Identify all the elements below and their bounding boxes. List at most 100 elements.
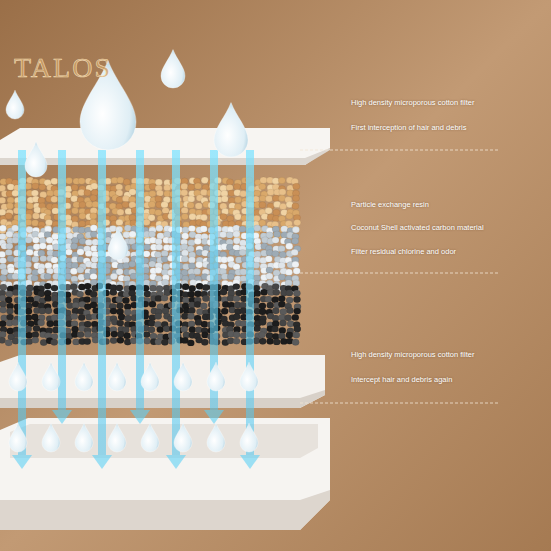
filter-bead	[261, 289, 268, 295]
filter-bead	[122, 297, 129, 303]
filter-bead	[144, 291, 151, 297]
filter-media	[0, 177, 301, 346]
flow-arrow-head	[12, 455, 32, 469]
filter-bead	[162, 279, 169, 285]
filter-bead	[144, 338, 151, 344]
filter-bead	[110, 337, 117, 343]
water-drop	[108, 362, 126, 391]
water-drop	[25, 142, 47, 177]
filter-bead	[221, 196, 228, 202]
filter-bead	[221, 308, 228, 314]
filter-bead	[65, 249, 72, 255]
filter-bead	[51, 196, 58, 202]
filter-bead	[233, 225, 240, 231]
filter-bead	[148, 231, 155, 237]
water-drop	[240, 362, 258, 391]
filter-bead	[0, 197, 6, 203]
water-drop	[108, 228, 128, 260]
filter-bead	[293, 268, 300, 274]
filter-bead	[6, 203, 13, 209]
filter-bead	[292, 339, 299, 345]
filter-bead	[84, 331, 91, 337]
filter-bead	[110, 289, 117, 295]
filter-bead	[188, 184, 195, 190]
filter-bead	[32, 183, 39, 189]
callout-label: Intercept hair and debris again	[351, 375, 452, 384]
filter-bead	[149, 285, 156, 291]
filter-bead	[254, 238, 261, 244]
filter-bead	[70, 268, 77, 274]
filter-bead	[254, 290, 261, 296]
filter-bead	[0, 209, 6, 215]
water-drop	[161, 50, 185, 88]
filter-bead	[38, 320, 45, 326]
filter-bead	[266, 267, 273, 273]
filter-bead	[71, 276, 78, 282]
bottom-tray	[0, 418, 330, 530]
filter-bead	[0, 275, 7, 281]
leader-line	[300, 273, 500, 274]
filter-bead	[117, 209, 124, 215]
filter-bead	[117, 337, 124, 343]
filter-bead	[286, 213, 293, 219]
filter-bead	[293, 183, 300, 189]
filter-bead	[280, 309, 287, 315]
filter-bead	[71, 313, 78, 319]
filter-bead	[0, 337, 6, 343]
filter-bead	[187, 202, 194, 208]
water-drop	[75, 423, 93, 452]
filter-bead	[253, 190, 260, 196]
flow-arrow-head	[92, 455, 112, 469]
filter-bead	[272, 237, 279, 243]
callout-label: High density microporous cotton filter	[351, 98, 474, 107]
filter-bead	[111, 331, 118, 337]
filter-bead	[79, 221, 86, 227]
filter-bead	[25, 226, 32, 232]
filter-bead	[90, 291, 97, 297]
filter-bead	[278, 246, 285, 252]
filter-bead	[116, 269, 123, 275]
filter-bead	[40, 255, 47, 261]
filter-bead	[293, 290, 300, 296]
filter-bead	[182, 227, 189, 233]
filter-bead	[181, 250, 188, 256]
filter-bead	[235, 197, 242, 203]
filter-bead	[265, 296, 272, 302]
filter-bead	[51, 339, 58, 345]
filter-bead	[234, 214, 241, 220]
filter-bead	[6, 291, 13, 297]
filter-bead	[149, 261, 156, 267]
filter-bead	[163, 264, 170, 270]
filter-bead	[44, 273, 51, 279]
water-drop	[174, 362, 192, 391]
filter-bead	[200, 303, 207, 309]
filter-bead	[194, 238, 201, 244]
filter-bead	[239, 249, 246, 255]
filter-bead	[122, 201, 129, 207]
water-drop	[207, 423, 225, 452]
filter-bead	[181, 207, 188, 213]
filter-bead	[26, 249, 33, 255]
filter-bead	[0, 284, 7, 290]
flow-arrow-shaft	[18, 150, 26, 455]
filter-bead	[90, 302, 97, 308]
filter-bead	[118, 314, 125, 320]
filter-bead	[70, 284, 77, 290]
filter-bead	[51, 257, 58, 263]
filter-bead	[12, 225, 19, 231]
filter-bead	[202, 295, 209, 301]
filter-bead	[0, 225, 6, 231]
filter-bead	[143, 331, 150, 337]
filter-bead	[233, 231, 240, 237]
filter-bead	[90, 213, 97, 219]
filter-bead	[200, 189, 207, 195]
filter-bead	[6, 231, 13, 237]
filter-bead	[6, 243, 13, 249]
filter-bead	[164, 185, 171, 191]
filter-bead	[124, 333, 131, 339]
filter-bead	[0, 257, 7, 263]
filter-bead	[188, 257, 195, 263]
filter-bead	[12, 225, 19, 231]
filter-bead	[0, 331, 6, 337]
filter-bead	[273, 209, 280, 215]
